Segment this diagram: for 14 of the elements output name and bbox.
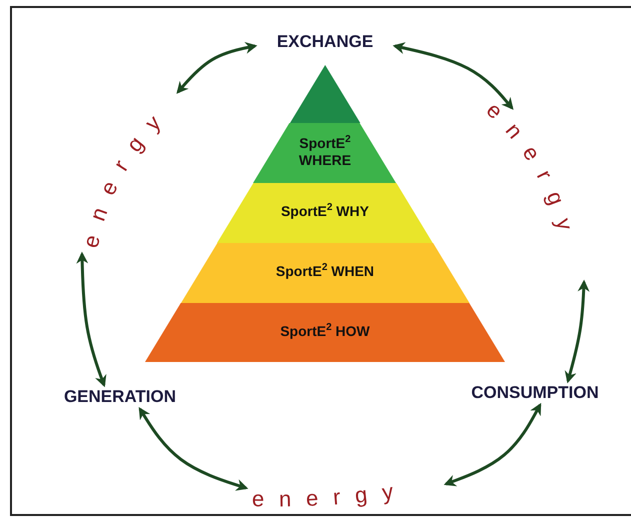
stage-label: CONSUMPTION (471, 383, 599, 403)
double-arrow (76, 252, 106, 388)
tier-label: SportE$^{2}$ WHERE (298, 135, 352, 169)
double-arrow (444, 402, 542, 486)
energy-label: energy (252, 476, 410, 512)
double-arrow (176, 42, 258, 94)
double-arrow (564, 280, 590, 384)
stage-label: GENERATION (64, 387, 176, 407)
tier-label: SportE$^{2}$ WHEN (274, 263, 376, 280)
stage-label: EXCHANGE (276, 32, 374, 52)
tier-label: SportE$^{2}$ HOW (279, 323, 371, 340)
tier-label: SportE$^{2}$ WHY (280, 203, 370, 220)
double-arrow (392, 42, 514, 110)
double-arrow (138, 406, 248, 491)
